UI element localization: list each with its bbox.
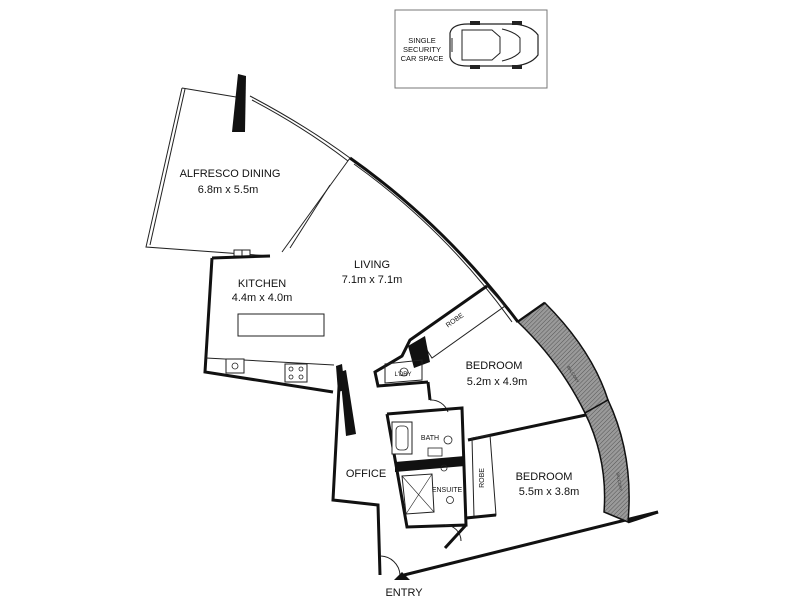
- living-name: LIVING: [354, 259, 390, 271]
- bedroom1-dims: 5.2m x 4.9m: [467, 376, 528, 388]
- bedroom2-dims: 5.5m x 3.8m: [519, 486, 580, 498]
- balcony2-label: BALCONY: [615, 472, 623, 492]
- entry-name: ENTRY: [385, 587, 423, 599]
- bathtub-icon: [391, 421, 413, 455]
- sink-icon: [225, 358, 245, 374]
- cooktop-icon: [284, 363, 308, 383]
- office-area: [340, 370, 410, 580]
- kitchen-name: KITCHEN: [238, 278, 286, 290]
- entry-arrow-icon: [394, 572, 410, 580]
- bedroom2-walls: [465, 434, 497, 520]
- ensuite-name: ENSUITE: [432, 487, 463, 494]
- bedroom2-name: BEDROOM: [516, 471, 573, 483]
- alfresco-name: ALFRESCO DINING: [180, 168, 281, 180]
- alfresco-dims: 6.8m x 5.5m: [198, 184, 259, 196]
- alfresco-column: [232, 74, 246, 132]
- exterior-walls: [203, 156, 659, 577]
- car-space-line1: SINGLE: [408, 36, 436, 45]
- laundry-name: L'DRY: [394, 372, 411, 378]
- bath-name: BATH: [421, 435, 439, 442]
- kitchen-fixtures: [205, 313, 345, 392]
- balcony-2: BALCONY: [584, 398, 630, 524]
- alfresco-area: [145, 74, 351, 257]
- bedroom1-name: BEDROOM: [466, 360, 523, 372]
- living-dims: 7.1m x 7.1m: [342, 274, 403, 286]
- toilet-icon: [443, 435, 453, 445]
- basin-icon: [427, 447, 443, 457]
- car-icon: [449, 21, 539, 69]
- car-space-line2: SECURITY: [403, 45, 441, 54]
- kitchen-island: [237, 313, 325, 337]
- balcony-1: BALCONY: [516, 302, 609, 415]
- wet-areas: [385, 406, 468, 550]
- office-name: OFFICE: [346, 468, 386, 480]
- car-space-line3: CAR SPACE: [401, 54, 444, 63]
- shower-icon: [401, 473, 435, 515]
- robe2-name: ROBE: [479, 468, 486, 488]
- kitchen-dims: 4.4m x 4.0m: [232, 292, 293, 304]
- car-space-panel: SINGLE SECURITY CAR SPACE: [394, 9, 548, 89]
